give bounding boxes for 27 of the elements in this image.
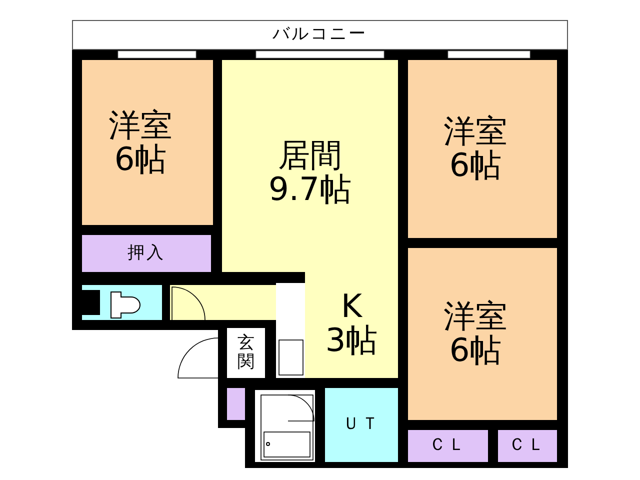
room-name: 洋室 — [108, 108, 172, 142]
room-size: 6帖 — [449, 334, 502, 368]
closet — [498, 430, 557, 462]
entrance — [227, 328, 265, 378]
room-name: 洋室 — [444, 115, 508, 149]
western-room — [82, 60, 213, 225]
room-name: バルコニー — [272, 26, 368, 44]
room-name: 居間 — [278, 139, 342, 173]
closet — [408, 430, 488, 462]
room-size: 6帖 — [114, 142, 167, 176]
western-room — [408, 248, 557, 420]
room-size: 3帖 — [325, 324, 378, 358]
room-name: ＣＬ — [429, 437, 467, 455]
room-name: ＵＴ — [342, 416, 380, 434]
kitchen — [305, 270, 398, 378]
western-room — [408, 60, 557, 238]
closet — [82, 235, 211, 272]
room-name: K — [341, 290, 362, 324]
room-name: 洋室 — [444, 300, 508, 334]
living-room — [222, 60, 398, 272]
room-size: 9.7帖 — [268, 173, 352, 207]
utility-room — [325, 388, 398, 462]
room-size: 6帖 — [449, 149, 502, 183]
room-name: 玄関 — [238, 334, 254, 372]
balcony — [72, 20, 568, 50]
room-name: 押入 — [128, 244, 166, 262]
room-name: ＣＬ — [508, 437, 546, 455]
